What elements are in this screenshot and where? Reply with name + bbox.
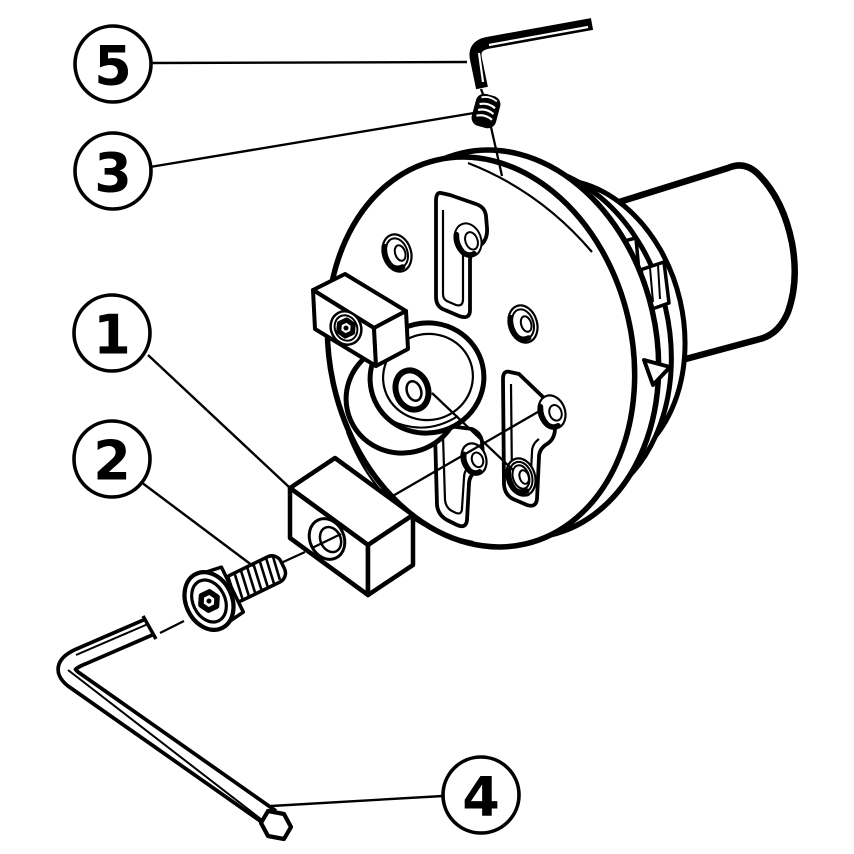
- leader-lines: [140, 60, 475, 808]
- mounting-hole-right: [507, 304, 539, 344]
- callout-1: 1: [72, 293, 152, 373]
- callout-2: 2: [72, 419, 152, 499]
- callout-4-label: 4: [462, 766, 500, 829]
- leader-line-5: [150, 60, 468, 65]
- callout-4-bubble: [441, 755, 521, 835]
- set-screw: [471, 93, 501, 129]
- callout-3: 3: [73, 131, 153, 211]
- mounted-clamp-block: [311, 272, 410, 368]
- leader-line-4: [270, 794, 444, 808]
- clamp-block: [287, 455, 416, 598]
- leader-line-2: [140, 481, 254, 567]
- callout-3-label: 3: [94, 142, 132, 205]
- callout-5-label: 5: [94, 35, 132, 98]
- leader-line-3: [149, 111, 475, 169]
- mounting-hole-upper-left: [381, 233, 413, 273]
- hex-key-tip: [258, 808, 294, 842]
- callout-1-bubble: [72, 293, 152, 373]
- tslot-upper: [434, 191, 489, 320]
- hex-key-small: [469, 18, 594, 90]
- callout-5-bubble: [73, 24, 153, 104]
- assembly-axis-lines: [159, 88, 544, 635]
- callout-4: 4: [441, 755, 521, 835]
- leader-line-1: [147, 354, 290, 488]
- clamp-screw: [182, 554, 288, 632]
- axis-line-face: [431, 392, 514, 471]
- mounted-screw-socket: [329, 310, 363, 346]
- callout-1-label: 1: [93, 304, 131, 367]
- bottom-drive-tab: [642, 358, 672, 387]
- rim-chamfer-line: [467, 161, 593, 253]
- threaded-hole-lower-right: [505, 457, 537, 497]
- hex-socket: [198, 589, 220, 613]
- callout-3-bubble: [73, 131, 153, 211]
- callout-2-bubble: [72, 419, 152, 499]
- callout-2-label: 2: [93, 430, 131, 493]
- callout-5: 5: [73, 24, 153, 104]
- hex-key-large: [56, 615, 294, 842]
